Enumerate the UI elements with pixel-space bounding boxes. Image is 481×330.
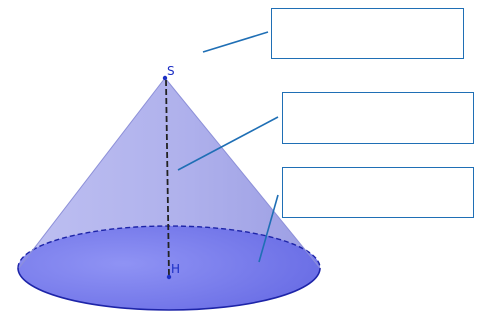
apex-point <box>162 75 168 81</box>
leader-line-apex <box>202 31 269 53</box>
cone-base <box>18 226 320 310</box>
answer-box-2[interactable] <box>282 92 474 144</box>
leader-line-height <box>177 116 279 171</box>
answer-box-1[interactable] <box>271 8 464 59</box>
height-line <box>165 79 170 278</box>
apex-label: S <box>167 64 175 78</box>
left-generatrix <box>18 77 166 269</box>
right-generatrix <box>164 77 321 269</box>
base-front-edge <box>17 267 321 311</box>
answer-box-3[interactable] <box>282 167 474 218</box>
leader-line-base <box>258 194 279 263</box>
center-label: H <box>171 262 180 276</box>
center-point <box>166 274 172 280</box>
